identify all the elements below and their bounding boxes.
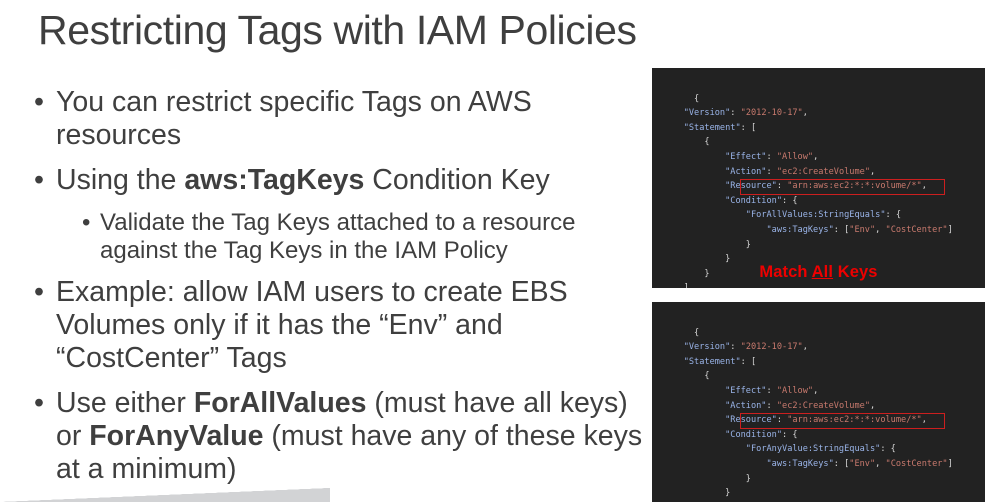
page-title: Restricting Tags with IAM Policies — [38, 7, 637, 53]
corner-wedge-decoration — [0, 488, 330, 502]
bullet-list: • You can restrict specific Tags on AWS r… — [34, 86, 644, 498]
caption-emphasis: All — [811, 263, 834, 281]
bullet-marker-icon: • — [34, 387, 44, 419]
bullet-text: Example: allow IAM users to create EBS V… — [56, 276, 644, 375]
bullet-emphasis: ForAllValues — [193, 387, 367, 419]
bullet-text: Use either ForAllValues (must have all k… — [56, 387, 644, 486]
bullet-marker-icon: • — [82, 209, 91, 237]
code-panel-for-all-values: { "Version": "2012-10-17", "Statement": … — [652, 68, 985, 288]
bullet-marker-icon: • — [34, 86, 44, 118]
bullet-marker-icon: • — [34, 164, 44, 197]
bullet-item-l2: • Validate the Tag Keys attached to a res… — [82, 209, 644, 264]
bullet-item-l1: • You can restrict specific Tags on AWS r… — [34, 86, 644, 152]
bullet-item-l1: • Use either ForAllValues (must have all … — [34, 387, 644, 486]
caption-match-all-keys: Match All Keys — [652, 263, 985, 282]
bullet-segment: Example: allow IAM users to create EBS V… — [56, 275, 568, 374]
code-panel-for-any-value: { "Version": "2012-10-17", "Statement": … — [652, 302, 985, 502]
bullet-text: Validate the Tag Keys attached to a reso… — [100, 209, 644, 264]
code-block-for-any-value: { "Version": "2012-10-17", "Statement": … — [652, 311, 985, 502]
bullet-marker-icon: • — [34, 275, 44, 308]
caption-before: Match — [759, 263, 812, 281]
bullet-item-l1: • Example: allow IAM users to create EBS … — [34, 276, 644, 375]
code-block-for-all-values: { "Version": "2012-10-17", "Statement": … — [652, 77, 985, 288]
code-text: { "Version": "2012-10-17", "Statement": … — [683, 93, 953, 288]
bullet-segment: (must have all keys) or — [56, 387, 628, 453]
code-text: { "Version": "2012-10-17", "Statement": … — [683, 327, 953, 499]
bullet-text: Using the aws:TagKeys Condition Key — [56, 164, 644, 197]
bullet-segment: (must have any of these keys at a minimu… — [56, 420, 643, 486]
bullet-emphasis: ForAnyValue — [89, 420, 264, 453]
bullet-item-l1: • Using the aws:TagKeys Condition Key — [34, 164, 644, 197]
bullet-segment: Validate the Tag Keys attached to a reso… — [100, 209, 576, 264]
bullet-segment: Use either — [56, 387, 194, 419]
bullet-segment: You can restrict specific Tags on AWS re… — [56, 86, 532, 152]
bullet-text: You can restrict specific Tags on AWS re… — [56, 86, 644, 152]
caption-after: Keys — [833, 263, 878, 281]
bullet-segment: Using the — [56, 164, 185, 197]
bullet-emphasis: aws:TagKeys — [184, 164, 365, 197]
bullet-segment: Condition Key — [364, 164, 550, 197]
